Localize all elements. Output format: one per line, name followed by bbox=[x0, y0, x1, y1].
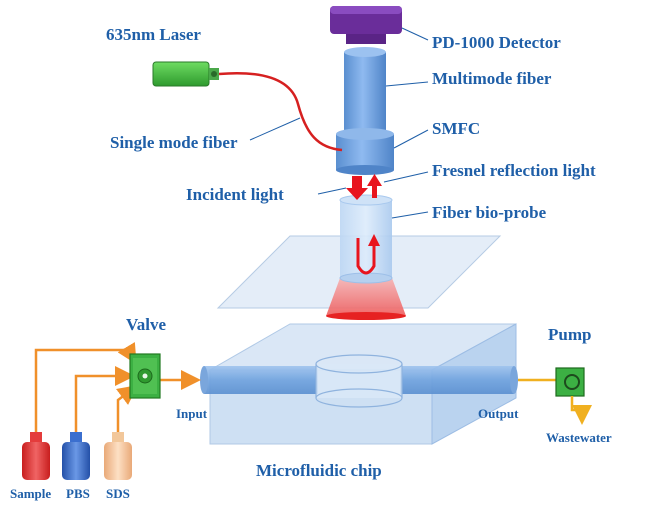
smfc-connector bbox=[336, 128, 394, 175]
laser-module bbox=[152, 61, 219, 87]
sds-bottle bbox=[104, 432, 132, 480]
smfc-label: SMFC bbox=[432, 119, 480, 138]
output-label: Output bbox=[478, 406, 519, 421]
fresnel-reflection-arrow bbox=[367, 174, 382, 198]
sample-bottle bbox=[22, 432, 50, 480]
sample-tubing bbox=[34, 341, 137, 432]
pbs-label: PBS bbox=[66, 486, 90, 501]
single-mode-leader bbox=[249, 117, 301, 141]
detector-leader bbox=[401, 27, 429, 41]
single-mode-fiber bbox=[218, 72, 343, 152]
incident-light-label: Incident light bbox=[186, 185, 284, 204]
sds-tubing bbox=[116, 385, 138, 434]
incident-light-arrow bbox=[346, 176, 368, 200]
microfluidic-chip-label: Microfluidic chip bbox=[256, 461, 382, 480]
pump bbox=[555, 367, 585, 397]
multimode-fiber-label: Multimode fiber bbox=[432, 69, 552, 88]
probe-leader bbox=[391, 211, 429, 219]
pbs-tubing bbox=[74, 366, 135, 434]
valve bbox=[129, 353, 161, 399]
multimode-leader bbox=[385, 81, 429, 87]
input-label: Input bbox=[176, 406, 208, 421]
laser-label: 635nm Laser bbox=[106, 25, 201, 44]
valve-label: Valve bbox=[126, 315, 166, 334]
smfc-leader bbox=[393, 129, 429, 149]
incident-leader bbox=[317, 187, 347, 195]
fresnel-leader bbox=[383, 171, 429, 183]
pump-to-waste-line bbox=[570, 396, 592, 425]
single-mode-fiber-label: Single mode fiber bbox=[110, 133, 238, 152]
detector bbox=[330, 6, 402, 44]
multimode-fiber bbox=[344, 47, 386, 136]
sds-label: SDS bbox=[106, 486, 130, 501]
sample-label: Sample bbox=[10, 486, 51, 501]
fiber-bio-probe-label: Fiber bio-probe bbox=[432, 203, 547, 222]
light-cone bbox=[326, 278, 406, 320]
wastewater-label: Wastewater bbox=[546, 430, 612, 445]
pump-label: Pump bbox=[548, 325, 591, 344]
fresnel-label: Fresnel reflection light bbox=[432, 161, 596, 180]
fiber-bio-probe bbox=[339, 194, 393, 284]
detector-label: PD-1000 Detector bbox=[432, 33, 561, 52]
chip-channel bbox=[200, 354, 518, 408]
pbs-bottle bbox=[62, 432, 90, 480]
